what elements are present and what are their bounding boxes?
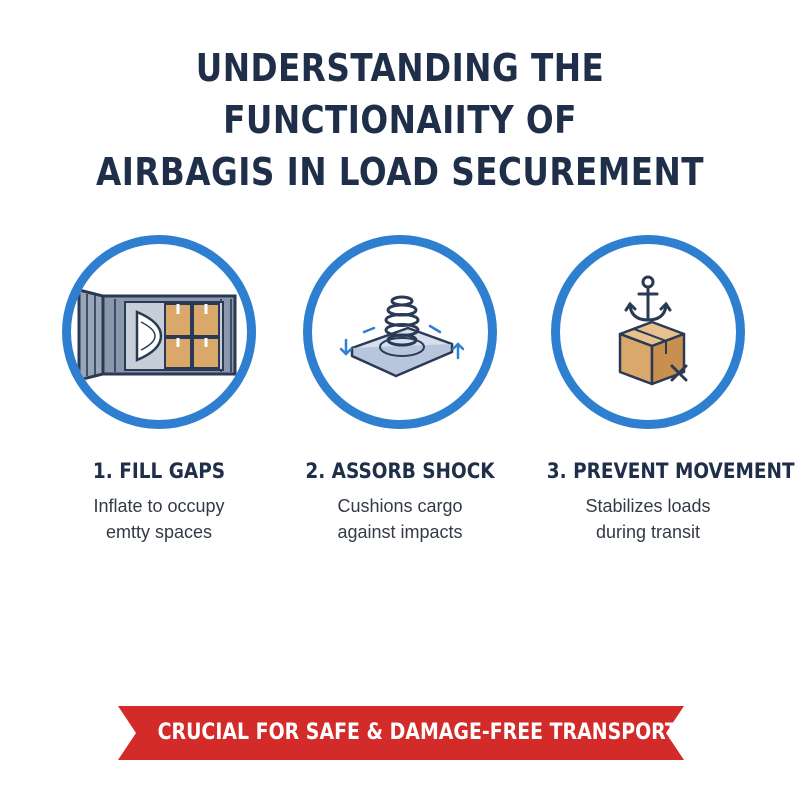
step-3-circle (551, 235, 745, 429)
step-1-title: 1. FILL GAPS (92, 459, 226, 483)
step-2-title: 2. ASSORB SHOCK (305, 459, 495, 483)
container-icon (77, 288, 237, 382)
anchored-box-icon (618, 275, 688, 386)
step-1-circle (62, 235, 256, 429)
step-3-title: 3. PREVENT MOVEMENT (546, 459, 795, 483)
step-2-circle (303, 235, 497, 429)
page-title-line-2: AIRBAGIS IN LOAD SECUREMENT (96, 150, 704, 194)
spring-cushion-icon (339, 295, 465, 378)
step-absorb-shock: 2. ASSORB SHOCK Cushions cargo against i… (285, 235, 515, 545)
step-1-desc-line-1: Inflate to occupy (93, 496, 225, 516)
banner-text: CRUCIAL FOR SAFE & DAMAGE-FREE TRANSPORT… (157, 720, 687, 745)
step-3-description: Stabilizes loads during transit (533, 493, 763, 545)
step-fill-gaps: 1. FILL GAPS Inflate to occupy emtty spa… (44, 235, 274, 545)
step-2-desc-line-2: against impacts (337, 522, 463, 542)
step-2-desc-line-1: Cushions cargo (337, 496, 463, 516)
step-3-desc-line-1: Stabilizes loads (585, 496, 711, 516)
page-title-line-1: UNDERSTANDING THE FUNCTIONAIITY OF (195, 46, 605, 142)
step-3-desc-line-2: during transit (595, 522, 701, 542)
step-prevent-movement: 3. PREVENT MOVEMENT Stabilizes loads dur… (533, 235, 795, 545)
page-title: UNDERSTANDING THE FUNCTIONAIITY OF AIRBA… (56, 42, 744, 198)
step-1-desc-line-2: emtty spaces (105, 522, 213, 542)
step-2-description: Cushions cargo against impacts (285, 493, 515, 545)
step-1-description: Inflate to occupy emtty spaces (44, 493, 274, 545)
ribbon-banner: CRUCIAL FOR SAFE & DAMAGE-FREE TRANSPORT… (118, 706, 687, 760)
ribbon-shape (118, 706, 684, 760)
